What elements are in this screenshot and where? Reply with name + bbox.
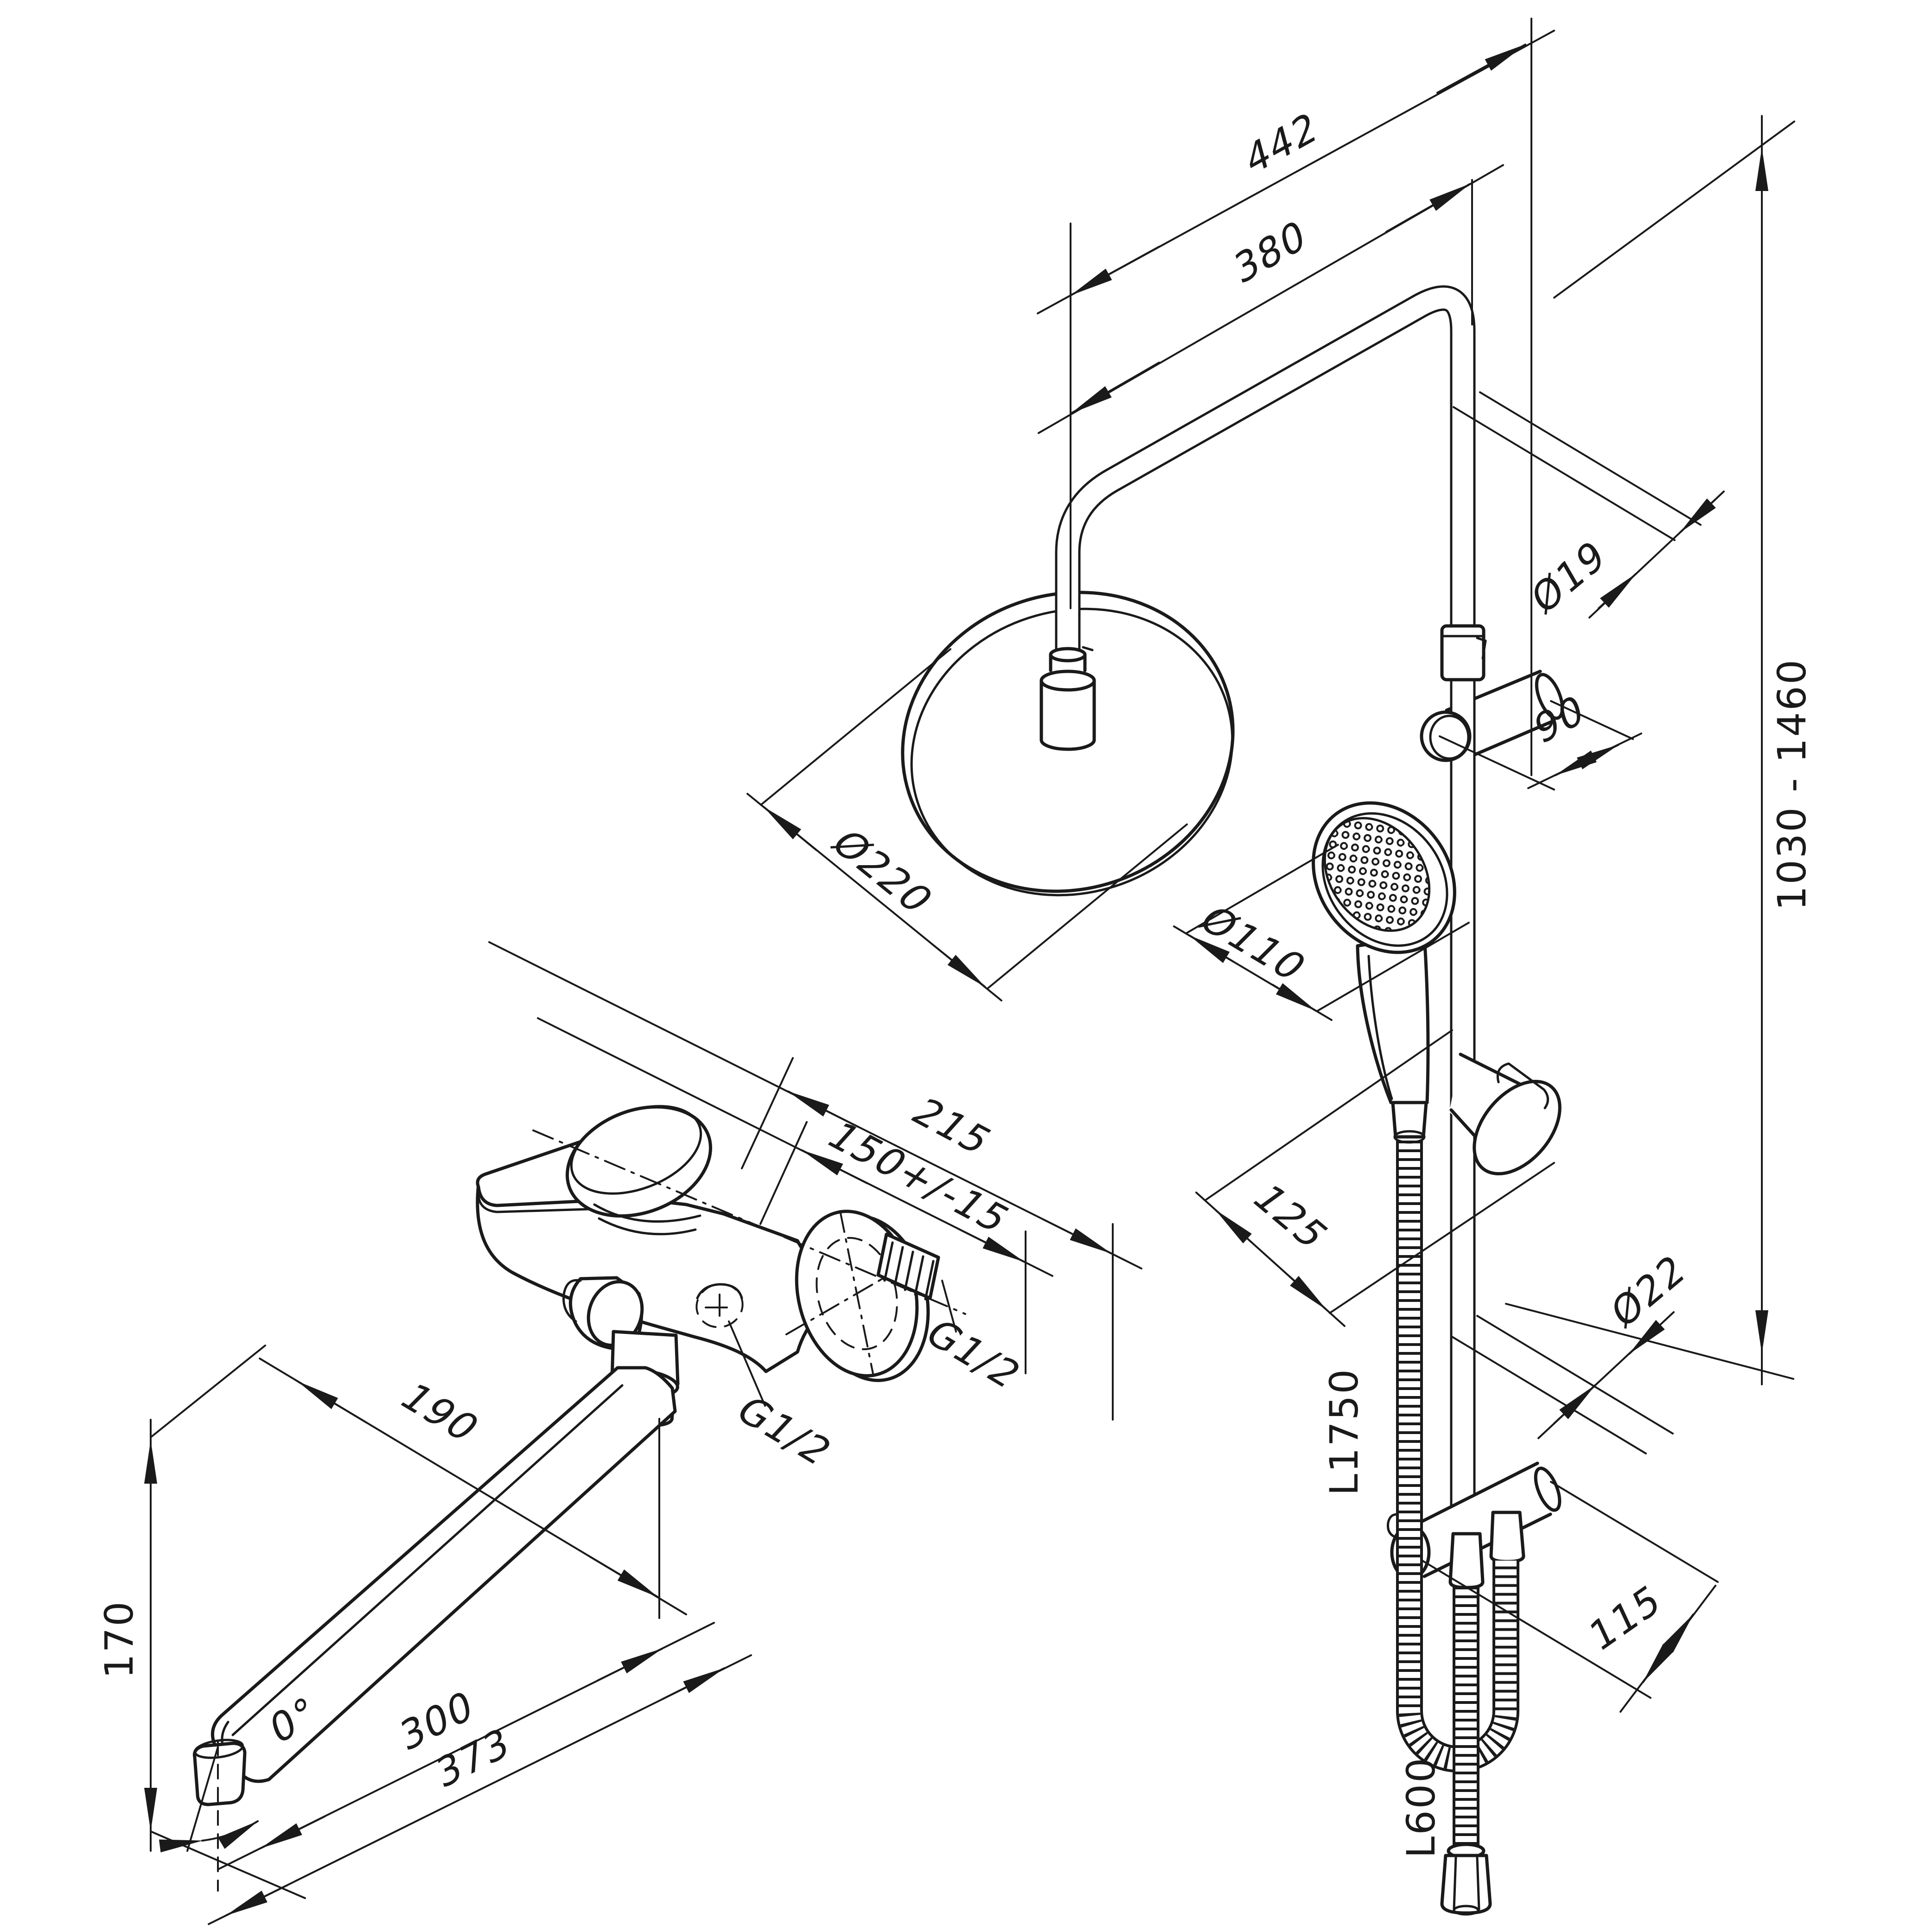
- swivel-spout: [192, 1366, 677, 1806]
- cartridge-collar: [593, 1203, 701, 1236]
- rain-head-rim: [910, 607, 1234, 897]
- hose-end-fitting: [1440, 1843, 1492, 1916]
- shower-outlet-port: [695, 1283, 744, 1328]
- spray-face: [1323, 817, 1431, 932]
- holder-clip: [1496, 1062, 1549, 1109]
- body-centerline: [532, 1129, 966, 1315]
- rain-shower-head: [901, 591, 1235, 897]
- telescopic-sleeve: [1440, 624, 1487, 682]
- hand-shower: [1312, 801, 1456, 1144]
- shower-hose-cone: [1489, 1511, 1525, 1563]
- rain-head-connector: [1039, 646, 1096, 751]
- aerator: [192, 1739, 247, 1806]
- dim-label-170: 170: [96, 1600, 142, 1678]
- dimension-lines: [144, 18, 1795, 1925]
- dim-label-L600: L600: [1398, 1756, 1444, 1858]
- hand-shower-holder: [1449, 1052, 1562, 1176]
- bath-mixer-faucet: [192, 1105, 966, 1806]
- dim-label-height-range: 1030 - 1460: [1769, 658, 1815, 911]
- dim-label-L1750: L1750: [1321, 1368, 1367, 1496]
